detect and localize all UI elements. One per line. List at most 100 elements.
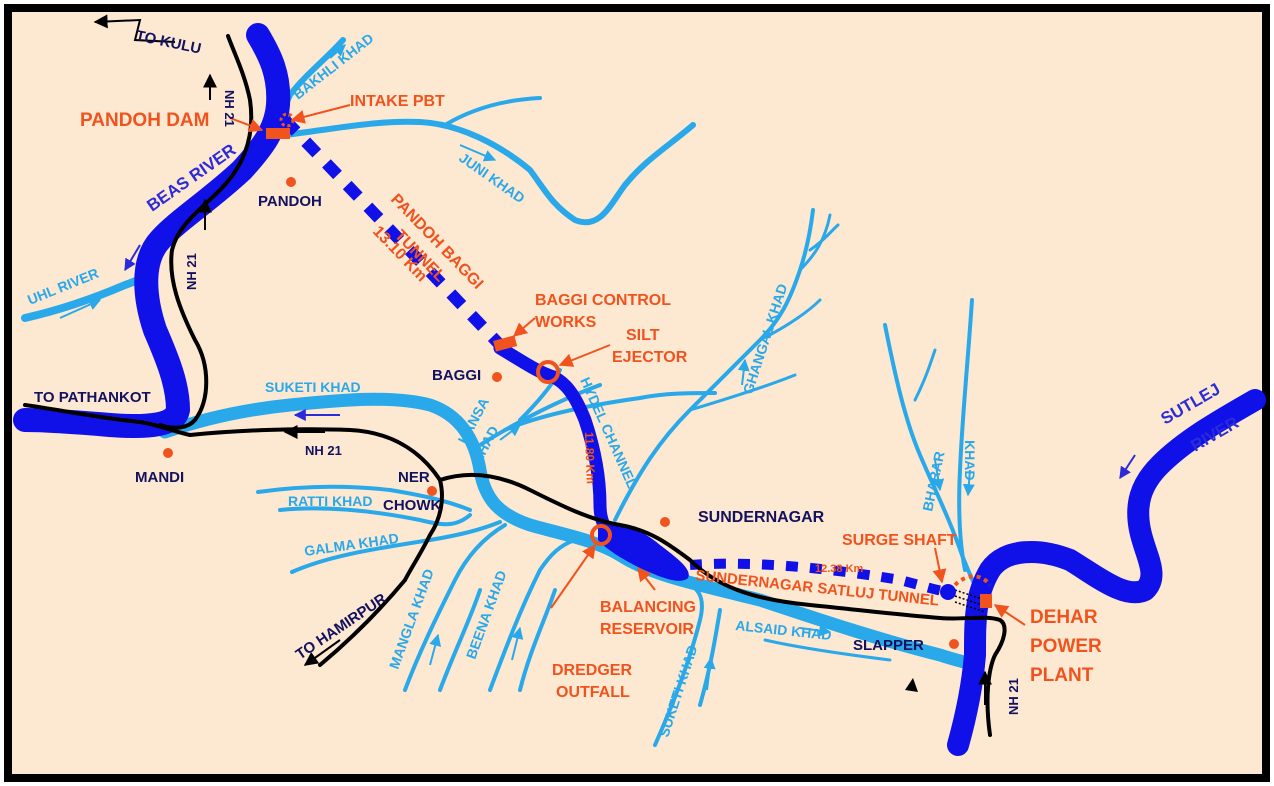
baggi-label: BAGGI <box>432 367 481 384</box>
red-dot-icon <box>660 517 670 527</box>
dehar-label: DEHAR <box>1030 607 1098 628</box>
flow-arrow-icon <box>511 626 524 661</box>
power-label: POWER <box>1030 636 1102 657</box>
silt-label: SILT <box>626 327 660 344</box>
surge-shaft-icon <box>940 584 956 600</box>
suketi-south-branch <box>698 608 722 707</box>
baggi-control-label-1: BAGGI CONTROL <box>535 292 671 309</box>
pandoh-baggi-tunnel <box>280 115 505 350</box>
bharar-khad-label: KHAD <box>962 440 978 480</box>
hamirpur-road <box>318 578 407 667</box>
flow-arrow-icon <box>429 633 442 666</box>
alsaid-khad-stream <box>763 638 892 662</box>
ratti-khad-stream <box>256 484 472 512</box>
penstock-lines <box>954 589 986 613</box>
kansa-khad-branch-a <box>503 391 717 432</box>
juni-khad-stream <box>282 118 696 226</box>
suketi-khad-north-label: SUKETI KHAD <box>265 379 361 395</box>
ghangal-branch-d <box>688 373 797 412</box>
red-dot-icon <box>427 486 437 496</box>
suketi-south-stream <box>653 583 704 747</box>
flow-arrow-icon <box>962 469 975 497</box>
outfall-label: OUTFALL <box>556 684 630 701</box>
hydel-length-label: 11.80 Km <box>582 432 598 485</box>
kansa-khad-stream <box>478 383 602 447</box>
surge-shaft-dots-icon <box>953 574 992 587</box>
suketi-khad-stream <box>158 392 982 672</box>
beena-khad-stream <box>488 538 577 692</box>
ghangal-branch-b <box>808 223 840 252</box>
mangla-khad-stream <box>403 523 507 692</box>
flow-arrow-icon <box>737 358 750 386</box>
roads <box>23 34 1007 737</box>
surge-shaft-label: SURGE SHAFT <box>842 532 957 549</box>
pandoh-dam-label: PANDOH DAM <box>80 110 209 131</box>
beena-khad-branch <box>518 588 557 692</box>
flow-arrow-icon <box>459 144 497 162</box>
red-ring-icon <box>590 524 612 546</box>
flow-arrow-icon <box>799 624 832 637</box>
flow-arrow-icon <box>59 298 102 319</box>
feature-markers <box>266 112 992 692</box>
baggi-control-label-2: WORKS <box>535 314 597 331</box>
red-bar-icon <box>493 335 518 352</box>
flow-arrow-icon <box>124 244 141 272</box>
bharar-khad-east <box>957 298 974 572</box>
flow-arrows <box>59 14 1136 705</box>
mangla-khad-branch <box>438 588 482 692</box>
flow-arrow-icon <box>703 656 716 691</box>
flow-arrow-icon <box>499 424 521 441</box>
red-bar-icon <box>980 594 992 608</box>
galma-khad-stream <box>290 520 502 574</box>
ner-label: NER <box>398 469 430 486</box>
nh21-north-road <box>158 34 254 430</box>
intake-pbt-label: INTAKE PBT <box>350 93 445 110</box>
nh21-south-label: NH 21 <box>1006 678 1021 715</box>
map-background <box>12 12 1262 774</box>
pandoh-label: PANDOH <box>258 193 322 210</box>
ratti-khad-branch <box>278 506 472 527</box>
red-bar-icon <box>266 128 290 139</box>
settlements <box>163 177 959 649</box>
ghangal-khad-stream <box>613 208 815 522</box>
flow-arrow-icon <box>329 44 346 59</box>
plant-label: PLANT <box>1030 665 1094 686</box>
dredger-label: DREDGER <box>552 662 632 679</box>
main-rivers <box>13 23 1266 756</box>
triangle-icon <box>905 678 918 692</box>
road-arrow-icon <box>93 14 176 43</box>
red-dot-icon <box>949 639 959 649</box>
leader-lines <box>229 104 1026 626</box>
ghangal-branch-a <box>798 213 832 272</box>
red-dot-icon <box>163 448 173 458</box>
balancing-label: BALANCING <box>600 599 696 616</box>
sutlej-river <box>947 389 1266 756</box>
chowk-label: CHOWK <box>383 497 441 514</box>
red-dot-icon <box>286 177 296 187</box>
sundernagar-satluj-tunnel <box>689 558 949 597</box>
ejector-label: EJECTOR <box>612 349 688 366</box>
flow-arrow-icon <box>932 459 945 492</box>
to-pathankot-label: TO PATHANKOT <box>34 389 151 406</box>
ghangal-branch-c <box>758 298 822 342</box>
sstunnel-length-label: 12.38 Km <box>815 563 864 575</box>
nh21-pathankot-road <box>23 403 444 582</box>
road-arrow-icon <box>303 639 341 666</box>
nh21-south-road <box>438 472 1007 737</box>
slapper-label: SLAPPER <box>853 637 924 654</box>
nh21-mandi-label: NH 21 <box>305 443 342 458</box>
flow-arrow-icon <box>1119 454 1136 480</box>
balancing-reservoir <box>598 524 689 581</box>
juni-khad-branch <box>443 96 542 127</box>
beas-river <box>13 23 291 439</box>
red-ring-icon <box>536 360 560 384</box>
nh21-north-label: NH 21 <box>222 90 237 127</box>
ratti-khad-label: RATTI KHAD <box>288 493 373 509</box>
sundernagar-label: SUNDERNAGAR <box>698 509 825 526</box>
red-dot-icon <box>492 372 502 382</box>
nh21-west-label: NH 21 <box>184 253 199 290</box>
reservoir-label: RESERVOIR <box>600 621 694 638</box>
mandi-label: MANDI <box>135 469 184 486</box>
bharar-khad-branch <box>913 348 937 402</box>
